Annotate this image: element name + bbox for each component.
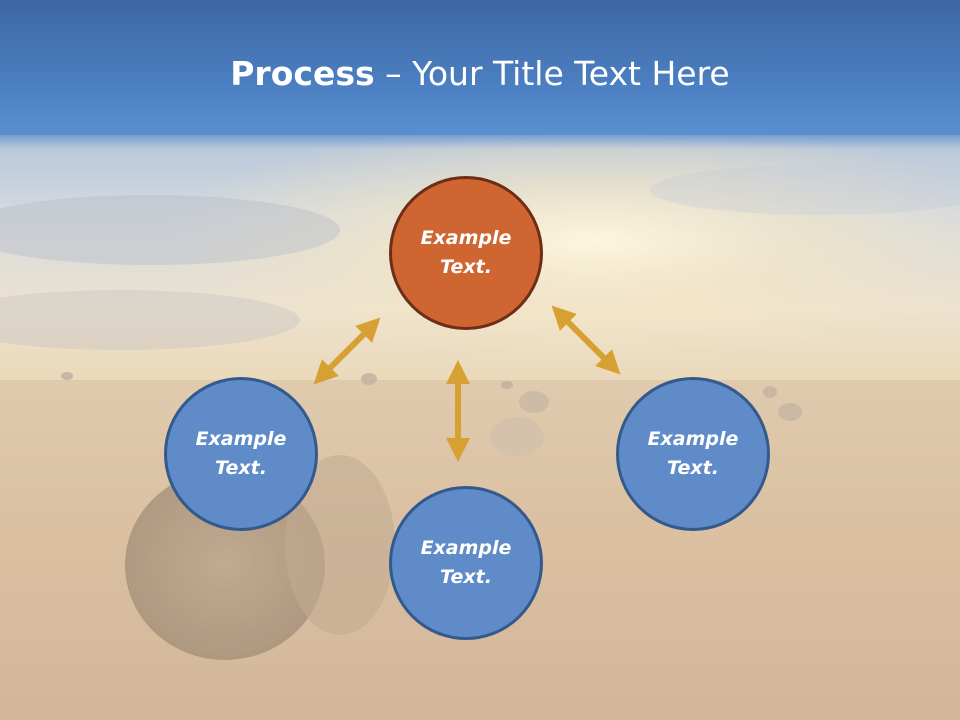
arrow-top-left (313, 317, 381, 385)
process-node-left: Example Text. (164, 377, 318, 531)
node-bottom-line1: Example (420, 537, 512, 559)
node-top-line2: Text. (440, 256, 492, 278)
title-bold-part: Process (230, 54, 375, 93)
title-regular-part: – Your Title Text Here (374, 54, 730, 93)
title-bar (0, 0, 960, 149)
node-right-line1: Example (647, 428, 739, 450)
process-node-right: Example Text. (616, 377, 770, 531)
node-left-line1: Example (195, 428, 287, 450)
arrow-top-right (551, 305, 621, 375)
process-node-bottom: Example Text. (389, 486, 543, 640)
node-bottom-line2: Text. (440, 566, 492, 588)
slide-title: Process – Your Title Text Here (0, 52, 960, 96)
node-top-line1: Example (420, 227, 512, 249)
node-right-line2: Text. (667, 457, 719, 479)
node-left-line2: Text. (215, 457, 267, 479)
process-node-top: Example Text. (389, 176, 543, 330)
